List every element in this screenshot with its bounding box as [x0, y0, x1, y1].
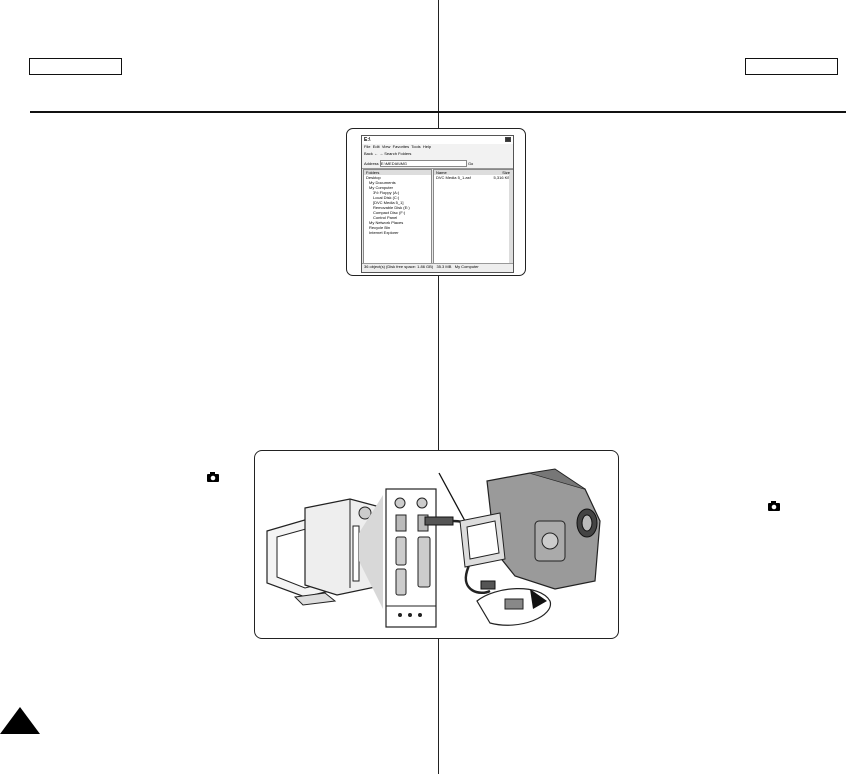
tree-item[interactable]: Removable Disk (E:)	[373, 205, 410, 210]
folders-header: Folders	[364, 170, 431, 175]
menu-help[interactable]: Help	[422, 144, 432, 149]
tree-item[interactable]: Compact Disc (F:)	[373, 210, 406, 215]
tree-item[interactable]: Control Panel	[373, 215, 398, 220]
usb-connection-illustration	[254, 450, 619, 639]
tree-item[interactable]: My Documents	[369, 180, 396, 185]
menu-view[interactable]: View	[381, 144, 391, 149]
camera-icon	[207, 472, 219, 482]
tree-item[interactable]: Recycle Bin	[369, 225, 391, 230]
tree-item[interactable]: My Computer	[369, 185, 394, 190]
header-rule-left	[30, 111, 438, 113]
address-label: Address	[364, 161, 379, 166]
status-bar: 36 object(s) (Disk free space: 1.86 GB) …	[362, 263, 513, 272]
column-name[interactable]: Name	[436, 170, 447, 175]
camera-icon	[768, 501, 780, 511]
go-button[interactable]: Go	[467, 161, 474, 166]
address-bar: Address E:\MEDIA\IMG Go	[362, 160, 513, 169]
file-list: Name Size DVC Media 5_1.asf 5,316 KB	[433, 169, 513, 265]
column-size[interactable]: Size	[502, 170, 510, 175]
file-row[interactable]: DVC Media 5_1.asf 5,316 KB	[434, 175, 513, 180]
folders-button[interactable]: Folders	[398, 151, 412, 156]
explorer-window: E:\ File Edit View Favorites Tools Help …	[361, 135, 514, 273]
tree-item[interactable]: [DVC Media 5_1]	[373, 200, 404, 205]
language-tab-right	[745, 58, 838, 75]
scrollbar[interactable]	[509, 175, 513, 264]
column-divider	[438, 0, 439, 774]
file-size: 5,316 KB	[493, 175, 510, 180]
search-button[interactable]: Search	[384, 151, 397, 156]
menu-tools[interactable]: Tools	[411, 144, 421, 149]
file-list-header: Name Size	[434, 170, 513, 175]
file-name: DVC Media 5_1.asf	[436, 175, 471, 180]
back-button[interactable]: Back	[364, 151, 373, 156]
tree-item[interactable]: 3½ Floppy (A:)	[373, 190, 400, 195]
tree-item[interactable]: Desktop	[366, 175, 381, 180]
address-input[interactable]: E:\MEDIA\IMG	[379, 160, 467, 167]
tree-item[interactable]: My Network Places	[369, 220, 404, 225]
close-icon[interactable]	[505, 137, 511, 142]
rear-io-panel	[385, 488, 437, 628]
menu-favorites[interactable]: Favorites	[392, 144, 410, 149]
folder-tree: Folders Desktop My Documents My Computer…	[363, 169, 432, 265]
menu-edit[interactable]: Edit	[372, 144, 380, 149]
status-objects: 36 object(s) (Disk free space: 1.86 GB)	[364, 264, 434, 269]
pc-camcorder-drawing	[266, 468, 601, 628]
header-rule-right	[438, 111, 846, 113]
menu-file[interactable]: File	[364, 144, 371, 149]
tree-item[interactable]: Local Disk (C:)	[373, 195, 400, 200]
connector-closeup	[476, 588, 551, 626]
tree-item[interactable]: Internet Explorer	[369, 230, 399, 235]
status-size: 35.3 MB	[436, 264, 452, 269]
status-location: My Computer	[454, 264, 479, 269]
explorer-screenshot-frame: E:\ File Edit View Favorites Tools Help …	[346, 128, 526, 276]
camcorder-icon	[459, 468, 601, 590]
page-marker-triangle-icon	[0, 707, 40, 734]
language-tab-left	[29, 58, 122, 75]
